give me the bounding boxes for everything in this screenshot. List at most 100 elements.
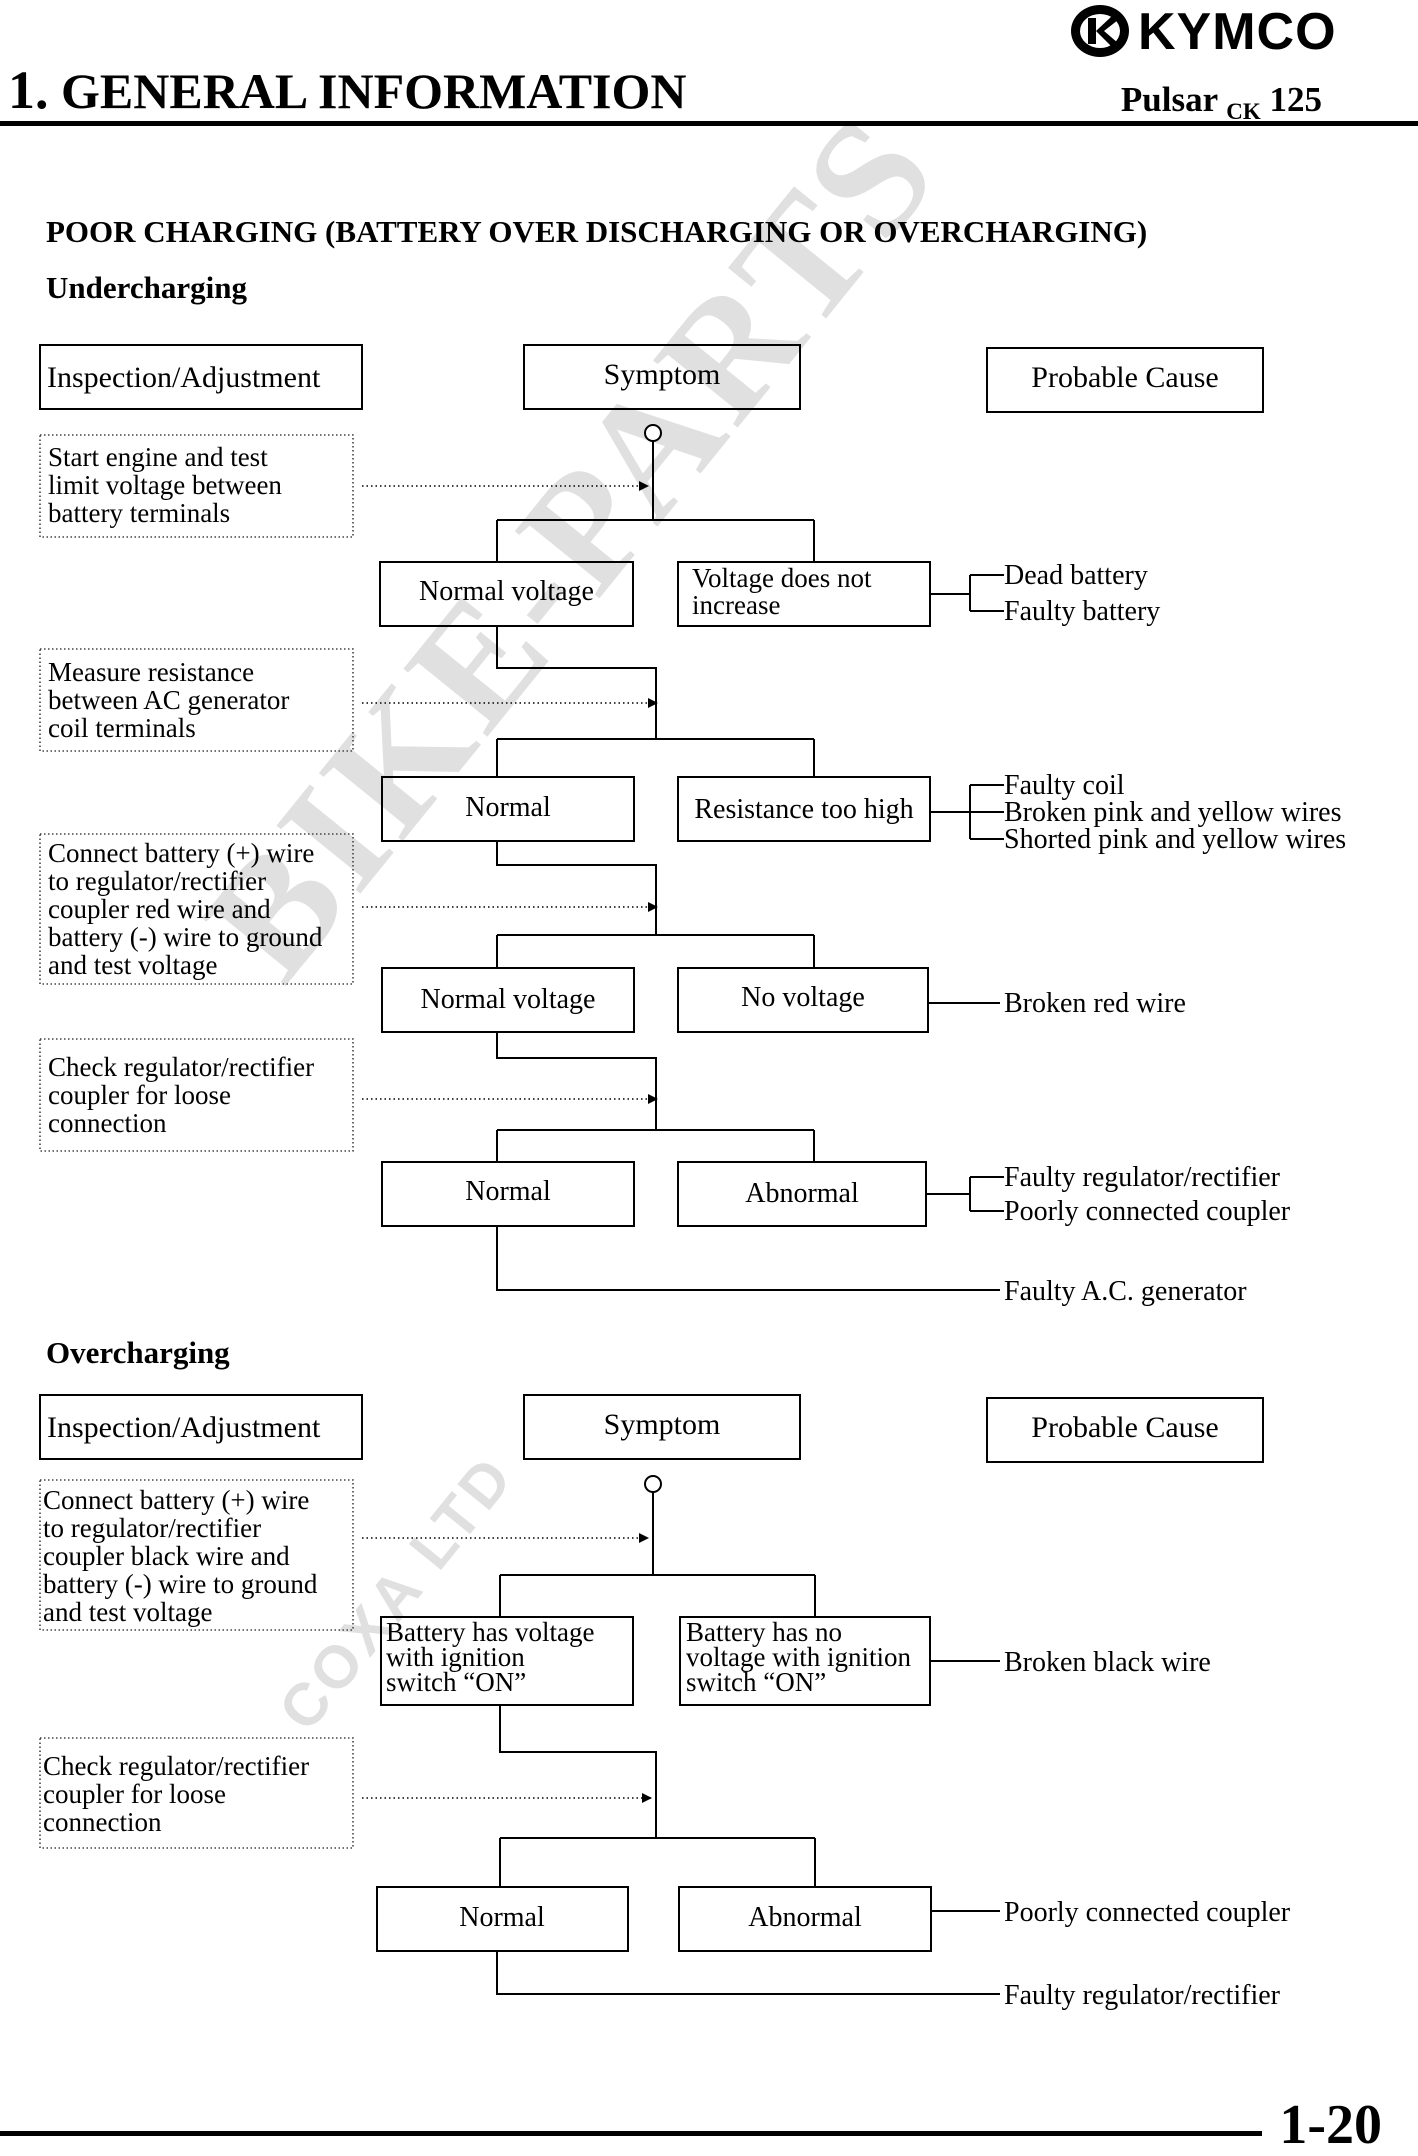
- kymco-logo: KYMCO: [1068, 0, 1414, 64]
- inspection-text: coupler black wire and: [43, 1541, 290, 1571]
- normal-box: [379, 561, 634, 627]
- overcharging-heading: Overcharging: [46, 1335, 230, 1370]
- inspection-box: [39, 1479, 354, 1631]
- abnormal-box: [677, 776, 931, 842]
- abnormal-text: increase: [692, 590, 780, 620]
- normal-text: with ignition: [386, 1642, 525, 1672]
- abnormal-text: Abnormal: [745, 1178, 859, 1209]
- normal-box: [381, 967, 635, 1033]
- inspection-text: Check regulator/rectifier: [43, 1751, 309, 1781]
- kymco-emblem-icon: [1071, 5, 1129, 57]
- abnormal-text: No voltage: [741, 982, 865, 1013]
- inspection-text: connection: [48, 1108, 167, 1138]
- section-title: POOR CHARGING (BATTERY OVER DISCHARGING …: [46, 214, 1148, 249]
- probable-cause-text: Faulty A.C. generator: [1004, 1276, 1247, 1307]
- start-node: [644, 1475, 662, 1493]
- connector: [499, 1705, 657, 1838]
- inspection-text: battery (-) wire to ground: [48, 922, 323, 952]
- probable-cause-text: Faulty regulator/rectifier: [1004, 1162, 1281, 1193]
- inspection-header: Inspection/Adjustment: [47, 1411, 321, 1444]
- inspection-text: and test voltage: [43, 1597, 212, 1627]
- footer-rule: [0, 2131, 1262, 2136]
- header-rule: [0, 121, 1418, 126]
- symptom-header-box: [523, 1394, 801, 1460]
- abnormal-text: Abnormal: [748, 1902, 862, 1933]
- inspection-text: coupler for loose: [48, 1080, 231, 1110]
- probable-cause-text: Faulty battery: [1004, 596, 1160, 627]
- normal-box: [381, 1161, 635, 1227]
- inspection-box: [39, 648, 354, 752]
- normal-box: [376, 1886, 629, 1952]
- probable-cause-text: Dead battery: [1004, 560, 1148, 591]
- model-sub: CK: [1226, 99, 1261, 124]
- inspection-text: to regulator/rectifier: [43, 1513, 261, 1543]
- probable-cause-text: Poorly connected coupler: [1004, 1196, 1291, 1227]
- inspection-text: Connect battery (+) wire: [48, 838, 314, 868]
- inspection-text: coupler for loose: [43, 1779, 226, 1809]
- inspection-text: to regulator/rectifier: [48, 866, 266, 896]
- page-number: 1-20: [1279, 2094, 1382, 2156]
- normal-text: Normal voltage: [419, 576, 594, 607]
- probable-cause-text: Broken black wire: [1004, 1647, 1211, 1678]
- abnormal-box: [678, 1886, 932, 1952]
- probable-cause-text: Shorted pink and yellow wires: [1004, 824, 1346, 855]
- inspection-text: Measure resistance: [48, 657, 254, 687]
- inspection-box: [39, 434, 354, 538]
- undercharging-heading: Undercharging: [46, 270, 247, 305]
- probable-cause-header-box: [986, 347, 1264, 413]
- abnormal-text: Voltage does not: [692, 563, 872, 593]
- abnormal-text: switch “ON”: [686, 1667, 826, 1697]
- chapter-title-text: GENERAL INFORMATION: [61, 63, 687, 119]
- connector: [496, 1226, 1000, 1291]
- model-label: Pulsar CK 125: [1121, 80, 1322, 124]
- connector: [496, 841, 657, 935]
- inspection-header-box: [39, 344, 363, 410]
- inspection-header-box: [39, 1394, 363, 1460]
- model-number: 125: [1269, 80, 1323, 119]
- chapter-title: 1. GENERAL INFORMATION: [8, 62, 687, 119]
- symptom-header: Symptom: [604, 358, 721, 391]
- symptom-header-box: [523, 344, 801, 410]
- inspection-box: [39, 1737, 354, 1849]
- inspection-box: [39, 1038, 354, 1152]
- connector: [496, 626, 657, 739]
- probable-cause-text: Faulty regulator/rectifier: [1004, 1980, 1281, 2011]
- probable-cause-text: Broken red wire: [1004, 988, 1186, 1019]
- inspection-box: [39, 833, 354, 985]
- normal-text: Battery has voltage: [386, 1617, 594, 1647]
- inspection-header: Inspection/Adjustment: [47, 361, 321, 394]
- inspection-text: between AC generator: [48, 685, 289, 715]
- model-name: Pulsar: [1120, 80, 1218, 119]
- inspection-text: connection: [43, 1807, 162, 1837]
- connector: [496, 1032, 657, 1130]
- probable-cause-text: Poorly connected coupler: [1004, 1897, 1291, 1928]
- inspection-text: Check regulator/rectifier: [48, 1052, 314, 1082]
- normal-text: Normal: [459, 1902, 545, 1933]
- probable-cause-text: Faulty coil: [1004, 770, 1125, 801]
- abnormal-text: Resistance too high: [694, 794, 913, 825]
- abnormal-text: Battery has no: [686, 1617, 842, 1647]
- inspection-text: Start engine and test: [48, 442, 268, 472]
- normal-text: Normal voltage: [421, 984, 596, 1015]
- probable-cause-header-box: [986, 1397, 1264, 1463]
- inspection-text: battery terminals: [48, 498, 230, 528]
- inspection-text: Connect battery (+) wire: [43, 1485, 309, 1515]
- normal-box: [381, 776, 635, 842]
- normal-text: switch “ON”: [386, 1667, 526, 1697]
- abnormal-box: [677, 967, 929, 1033]
- inspection-text: coil terminals: [48, 713, 196, 743]
- abnormal-text: voltage with ignition: [686, 1642, 911, 1672]
- normal-text: Normal: [465, 792, 551, 823]
- normal-text: Normal: [465, 1176, 551, 1207]
- symptom-header: Symptom: [604, 1408, 721, 1441]
- connector: [496, 1951, 1000, 1995]
- inspection-text: limit voltage between: [48, 470, 282, 500]
- normal-box: [380, 1616, 634, 1706]
- brand-name: KYMCO: [1138, 3, 1337, 61]
- inspection-text: and test voltage: [48, 950, 217, 980]
- probable-cause-header: Probable Cause: [1031, 361, 1218, 394]
- start-node: [644, 424, 662, 442]
- chapter-number: 1.: [8, 60, 49, 120]
- inspection-text: coupler red wire and: [48, 894, 271, 924]
